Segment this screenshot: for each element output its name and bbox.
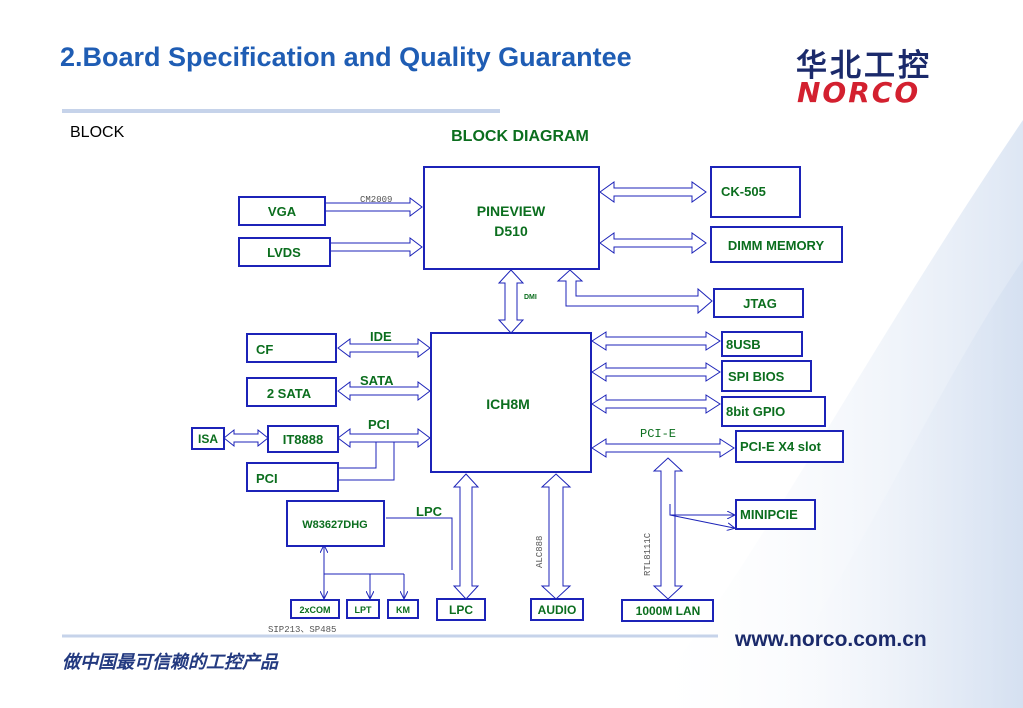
block-8usb: 8USB [721, 331, 803, 357]
km-label: KM [396, 605, 410, 615]
bus-wires [324, 441, 734, 598]
block-lpt: LPT [346, 599, 380, 619]
block-it8888: IT8888 [267, 425, 339, 453]
minipcie-label: MINIPCIE [740, 507, 798, 522]
sata-block-label: 2 SATA [267, 386, 312, 401]
block-pci: PCI [246, 462, 339, 492]
isa-label: ISA [198, 432, 218, 446]
dimm-label: DIMM MEMORY [728, 238, 825, 253]
lpc-block-label: LPC [449, 603, 473, 617]
lvds-label: LVDS [267, 245, 301, 260]
rtl8111c-label: RTL8111C [643, 532, 653, 576]
block-lpc: LPC [436, 598, 486, 621]
block-2xcom: 2xCOM [290, 599, 340, 619]
norco-logo-chinese: 华北工控 [796, 48, 932, 84]
it8888-label: IT8888 [283, 432, 323, 447]
cm2009-label: CM2009 [360, 195, 392, 205]
lan-label: 1000M LAN [636, 604, 701, 618]
pcie-bus-label: PCI-E [640, 427, 676, 441]
block-pcie-x4-slot: PCI-E X4 slot [735, 430, 844, 463]
block-isa: ISA [191, 427, 225, 450]
lpt-label: LPT [355, 605, 373, 615]
block-cf: CF [246, 333, 337, 363]
block-spi-bios: SPI BIOS [721, 360, 812, 392]
pcie-slot-label: PCI-E X4 slot [740, 439, 822, 454]
vga-label: VGA [268, 204, 297, 219]
company-slogan: 做中国最可信赖的工控产品 [62, 652, 278, 673]
block-minipcie: MINIPCIE [735, 499, 816, 530]
diagram-title: BLOCK DIAGRAM [451, 128, 589, 145]
block-ich8m: ICH8M [430, 332, 592, 473]
cf-label: CF [256, 342, 273, 357]
block-lvds: LVDS [238, 237, 331, 267]
com-label: 2xCOM [299, 605, 330, 615]
block-2sata: 2 SATA [246, 377, 337, 407]
jtag-label: JTAG [743, 296, 777, 311]
sip-label: SIP213、SP485 [268, 625, 336, 635]
gpio-label: 8bit GPIO [726, 404, 785, 419]
block-km: KM [387, 599, 419, 619]
block-1000m-lan: 1000M LAN [621, 599, 714, 622]
usb-label: 8USB [726, 337, 761, 352]
w83627-label: W83627DHG [302, 519, 367, 531]
ide-label: IDE [370, 329, 392, 344]
pineview-model: D510 [494, 223, 528, 239]
pci-block-label: PCI [256, 471, 278, 486]
lpc-bus-label: LPC [416, 504, 443, 519]
block-pineview: PINEVIEW D510 [423, 166, 600, 270]
block-8bit-gpio: 8bit GPIO [721, 396, 826, 427]
block-ck505: CK-505 [710, 166, 801, 218]
block-dimm-memory: DIMM MEMORY [710, 226, 843, 263]
alc888-label: ALC888 [535, 536, 545, 568]
page-title: 2.Board Specification and Quality Guaran… [60, 42, 632, 72]
block-vga: VGA [238, 196, 326, 226]
sata-label: SATA [360, 373, 394, 388]
ich8m-label: ICH8M [486, 396, 530, 412]
pineview-label: PINEVIEW [477, 203, 546, 219]
dmi-label: DMI [524, 294, 537, 301]
pci-bus-label: PCI [368, 417, 390, 432]
block-w83627dhg: W83627DHG [286, 500, 385, 547]
norco-logo: NORCO [797, 76, 921, 109]
block-jtag: JTAG [713, 288, 804, 318]
section-label: BLOCK [70, 124, 125, 141]
spi-label: SPI BIOS [728, 369, 785, 384]
block-audio: AUDIO [530, 598, 584, 621]
ck505-label: CK-505 [721, 184, 766, 199]
audio-label: AUDIO [538, 603, 577, 617]
website-url: www.norco.com.cn [735, 628, 927, 651]
